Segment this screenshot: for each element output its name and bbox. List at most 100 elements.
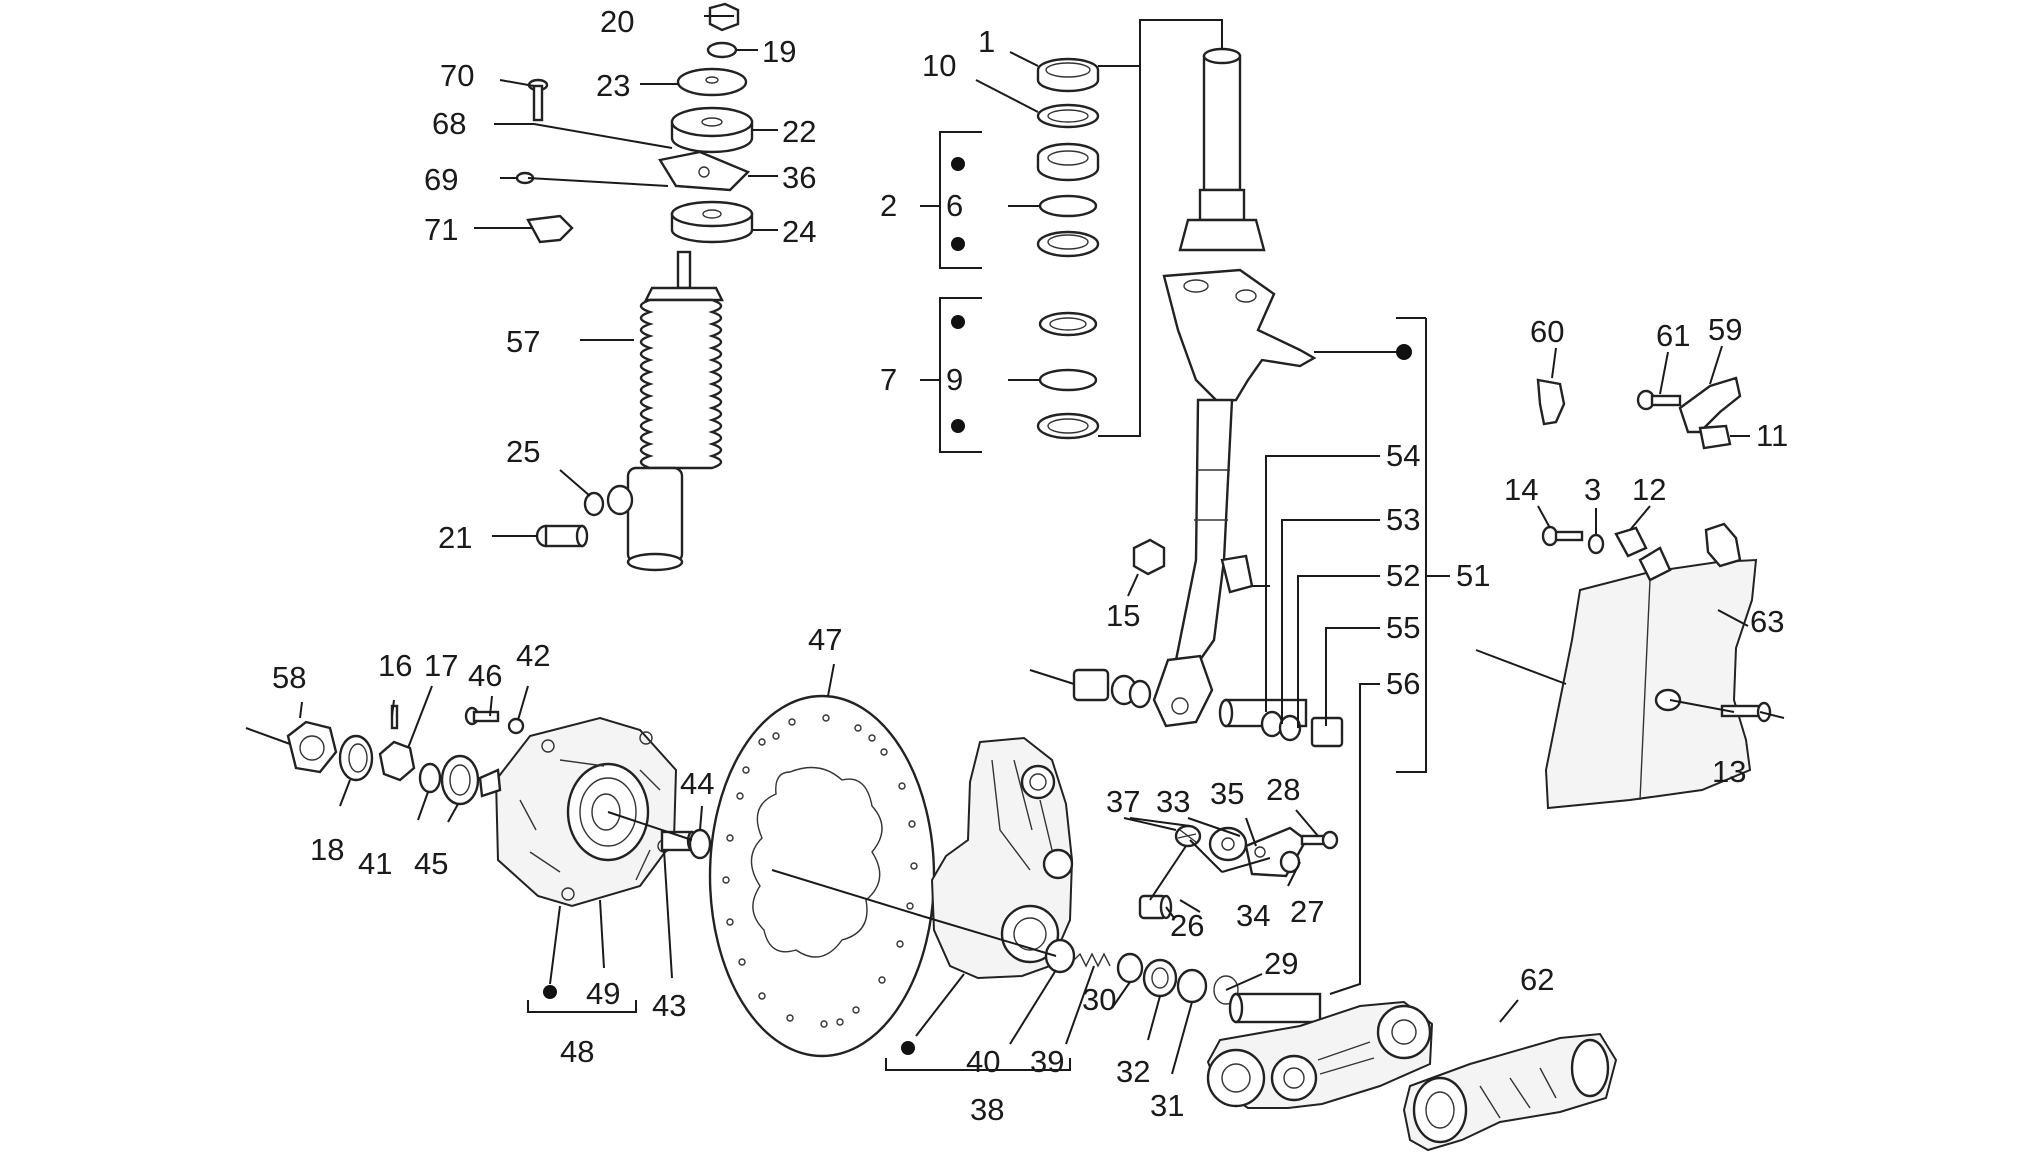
label-52: 52 <box>1386 558 1420 593</box>
part-62-cover <box>1402 1032 1618 1152</box>
part-3-washer <box>1587 533 1605 555</box>
label-59: 59 <box>1708 312 1742 347</box>
part-63-mudguard <box>1544 522 1758 810</box>
part-bearing-upper-cone <box>1036 230 1100 258</box>
wheel-hub-group <box>286 704 712 1013</box>
part-52-ring <box>1278 714 1302 742</box>
label-40: 40 <box>966 1044 1000 1079</box>
label-37: 37 <box>1106 784 1140 819</box>
label-60: 60 <box>1530 314 1564 349</box>
label-2: 2 <box>880 188 897 223</box>
label-47: 47 <box>808 622 842 657</box>
label-71: 71 <box>424 212 458 247</box>
label-15: 15 <box>1106 598 1140 633</box>
dot-marker <box>951 237 965 251</box>
leader-lines <box>245 15 1785 1075</box>
part-41-ring <box>418 762 442 794</box>
steering-bearing-group <box>939 57 1100 453</box>
label-55: 55 <box>1386 610 1420 645</box>
label-11: 11 <box>1756 418 1788 453</box>
part-49-hub <box>478 716 678 908</box>
part-59-clamp <box>1678 376 1742 450</box>
label-34: 34 <box>1236 898 1270 933</box>
label-22: 22 <box>782 114 816 149</box>
dot-marker <box>951 419 965 433</box>
part-22-bush <box>670 106 754 154</box>
label-53: 53 <box>1386 502 1420 537</box>
part-29-ring <box>1213 975 1239 1005</box>
part-46-screw <box>464 706 500 726</box>
label-48: 48 <box>560 1034 594 1069</box>
part-71-clip <box>526 214 574 244</box>
bracket-7 <box>939 297 982 453</box>
label-70: 70 <box>440 58 474 93</box>
label-18: 18 <box>310 832 344 867</box>
dot-marker <box>1396 344 1412 360</box>
part-ring-left-2 <box>1128 679 1152 709</box>
part-23-washer <box>676 67 748 97</box>
bracket-51 <box>1396 318 1427 773</box>
part-38-caliper-carrier <box>885 736 1074 1071</box>
part-47-brake-disc <box>708 694 936 1058</box>
label-43: 43 <box>652 988 686 1023</box>
label-46: 46 <box>468 658 502 693</box>
part-bearing-upper-cup <box>1036 142 1100 182</box>
part-51-steering-tube <box>1152 47 1317 728</box>
label-30: 30 <box>1082 982 1116 1017</box>
label-33: 33 <box>1156 784 1190 819</box>
part-14-screw <box>1541 525 1584 547</box>
part-17-nut <box>378 740 416 782</box>
label-16: 16 <box>378 648 412 683</box>
part-19-washer <box>706 41 738 59</box>
part-56-swing-arm <box>1206 992 1434 1109</box>
dot-marker <box>543 985 557 999</box>
label-41: 41 <box>358 846 392 881</box>
dot-marker <box>951 157 965 171</box>
dot-marker <box>901 1041 915 1055</box>
part-6-ring <box>1038 194 1098 218</box>
label-63: 63 <box>1750 604 1784 639</box>
label-13: 13 <box>1712 754 1746 789</box>
label-68: 68 <box>432 106 466 141</box>
label-57: 57 <box>506 324 540 359</box>
label-36: 36 <box>782 160 816 195</box>
part-44-ring <box>688 828 712 860</box>
part-bush-left <box>1072 668 1110 702</box>
label-31: 31 <box>1150 1088 1184 1123</box>
part-45-bearing <box>440 754 480 806</box>
label-61: 61 <box>1656 318 1690 353</box>
label-7: 7 <box>880 362 897 397</box>
label-49: 49 <box>586 976 620 1011</box>
label-27: 27 <box>1290 894 1324 929</box>
label-10: 10 <box>922 48 956 83</box>
part-bearing-lower-cone <box>1036 412 1100 440</box>
label-12: 12 <box>1632 472 1666 507</box>
part-15-nut <box>1132 538 1166 576</box>
part-16-pin <box>390 704 399 730</box>
label-1: 1 <box>978 24 995 59</box>
part-1-ring <box>1036 57 1100 93</box>
label-51: 51 <box>1456 558 1490 593</box>
part-57-shock-absorber <box>606 250 724 572</box>
label-62: 62 <box>1520 962 1554 997</box>
part-9-ring <box>1038 368 1098 392</box>
label-32: 32 <box>1116 1054 1150 1089</box>
part-labels: 20 19 23 22 36 24 70 68 69 71 57 25 21 1… <box>272 4 1788 1127</box>
part-58-nut <box>286 720 338 774</box>
part-28-screw <box>1300 830 1339 850</box>
part-21-bolt <box>535 524 589 548</box>
label-23: 23 <box>596 68 630 103</box>
label-9: 9 <box>946 362 963 397</box>
axle-pin-group <box>1072 317 1427 773</box>
label-45: 45 <box>414 846 448 881</box>
part-36-plate <box>658 150 751 192</box>
part-18-cap <box>338 734 374 782</box>
dot-marker <box>951 315 965 329</box>
label-28: 28 <box>1266 772 1300 807</box>
part-10-ring <box>1036 103 1100 129</box>
label-42: 42 <box>516 638 550 673</box>
label-6: 6 <box>946 188 963 223</box>
label-56: 56 <box>1386 666 1420 701</box>
part-53-ring <box>1260 710 1284 738</box>
